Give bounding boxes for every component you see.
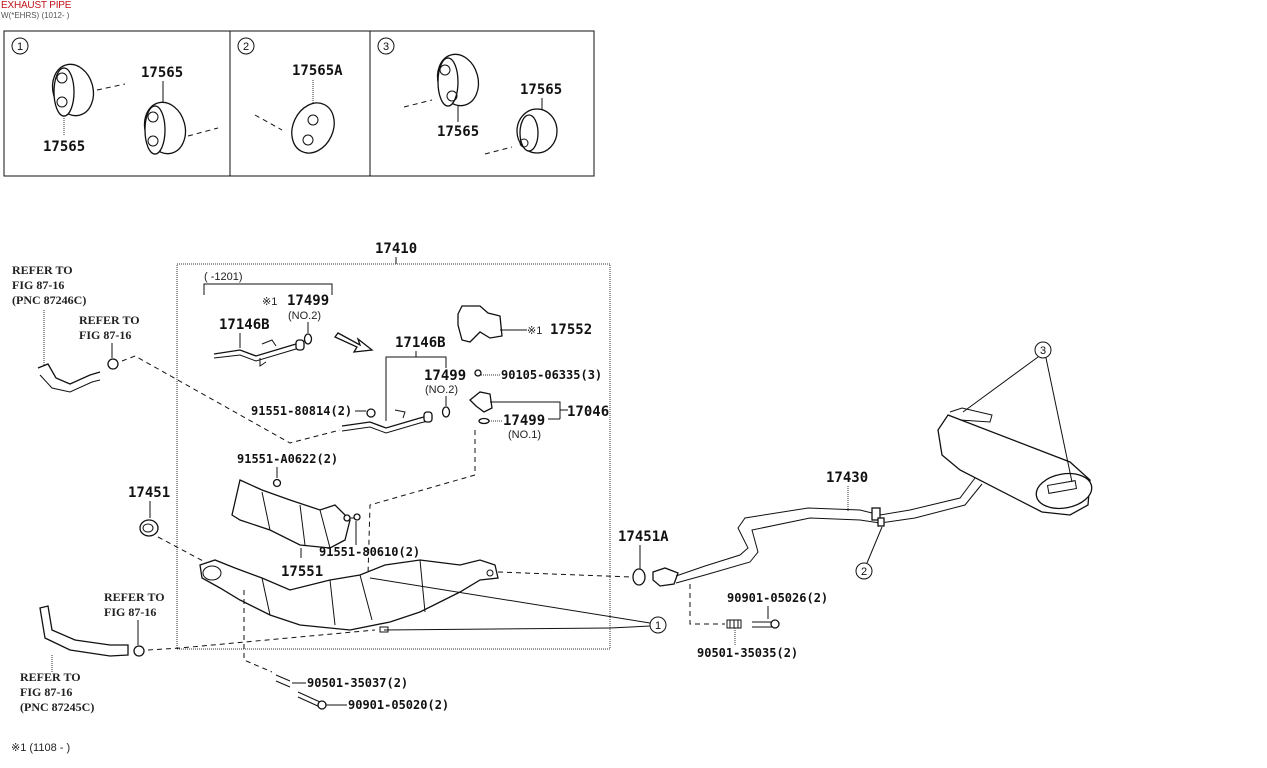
date-range-bracket: ( -1201) [204,271,243,283]
hanger-icon [436,53,480,107]
part-label-17146b-new[interactable]: 17146B [395,335,446,351]
part-label-17499-no1[interactable]: 17499 [503,413,545,429]
svg-text:3: 3 [383,41,389,53]
spring-icon [726,619,742,629]
part-label-17565-d[interactable]: 17565 [520,82,562,98]
part-label-17451a[interactable]: 17451A [618,529,669,545]
svg-text:2: 2 [861,566,867,578]
gasket-icon [139,519,159,537]
gasket-icon [478,417,490,425]
part-sub-17499-no1: (NO.1) [508,429,541,441]
callout-2[interactable]: 2 [855,562,873,580]
hanger-bracket-icon [871,507,881,521]
part-label-91551-80610[interactable]: 91551-80610(2) [319,545,420,559]
callout-1[interactable]: 1 [649,616,667,634]
part-sub-17499-no2-old: (NO.2) [288,310,321,322]
bolt-icon [474,369,482,377]
part-label-90901-05020[interactable]: 90901-05020(2) [348,698,449,712]
part-label-17451[interactable]: 17451 [128,485,170,501]
footnote-mark-17552: ※1 [527,325,542,337]
detail-box-1: 1 17565 17565 [11,37,219,155]
tail-pipe-17430-icon [652,477,983,587]
hanger-icon [516,108,558,154]
part-label-91551-a0622[interactable]: 91551-A0622(2) [237,452,338,466]
part-label-17146b-old[interactable]: 17146B [219,317,270,333]
footnote: ※1 (1108 - ) [11,742,70,754]
footnote-mark-17499: ※1 [262,296,277,308]
hose-clamp-icon [133,645,145,657]
bolt-icon [752,621,772,628]
callout-3[interactable]: 3 [1034,341,1052,359]
ref-bottom-mid-line1[interactable]: REFER TO [104,590,165,604]
callout-3-marker: 3 [377,37,395,55]
diagram-subtitle: W(*EHRS) (1012- ) [1,11,70,20]
svg-text:2: 2 [243,41,249,53]
arrow-icon [333,332,374,353]
bolt-icon [366,408,376,418]
part-label-17565-a[interactable]: 17565 [43,139,85,155]
ref-bottom-left-line3[interactable]: (PNC 87245C) [20,700,94,714]
part-label-17565a[interactable]: 17565A [292,63,343,79]
part-label-90501-35037[interactable]: 90501-35037(2) [307,676,408,690]
part-sub-17499-no2-new: (NO.2) [425,384,458,396]
hose-clamp-icon [107,358,119,370]
water-pipe-icon [341,415,429,429]
detail-box-3: 3 17565 17565 [377,37,562,155]
part-label-17499-no2-new[interactable]: 17499 [424,368,466,384]
callout-2-marker: 2 [237,37,255,55]
ref-top-left-line1[interactable]: REFER TO [12,263,73,277]
hanger-icon [143,101,187,155]
ref-bottom-mid-line2[interactable]: FIG 87-16 [104,605,156,619]
part-label-17430[interactable]: 17430 [826,470,868,486]
o-ring-icon [441,406,451,418]
muffler-icon [937,407,1093,516]
ref-top-left-line3[interactable]: (PNC 87246C) [12,293,86,307]
ref-bottom-left-line1[interactable]: REFER TO [20,670,81,684]
gasket-icon [632,568,646,586]
front-pipe-converter-icon [199,559,499,631]
detail-box-2: 2 17565A [237,37,343,154]
part-label-90901-05026[interactable]: 90901-05026(2) [727,591,828,605]
part-label-17410[interactable]: 17410 [375,241,417,257]
part-label-17046[interactable]: 17046 [567,404,609,420]
bolt-icon [297,691,321,708]
o-ring-icon [303,333,313,345]
svg-text:3: 3 [1040,345,1046,357]
hose-icon [39,605,129,657]
bracket-17552-icon [457,305,503,343]
water-pipe-icon [213,341,303,357]
hanger-icon [291,102,335,154]
part-label-90501-35035[interactable]: 90501-35035(2) [697,646,798,660]
svg-text:1: 1 [655,620,661,632]
part-label-17499-no2-old[interactable]: 17499 [287,293,329,309]
ref-bottom-left-line2[interactable]: FIG 87-16 [20,685,72,699]
part-label-17565-c[interactable]: 17565 [437,124,479,140]
part-label-17565-b[interactable]: 17565 [141,65,183,81]
spring-icon [275,674,291,688]
hose-icon [37,363,101,385]
heat-insulator-17551-icon [231,479,351,549]
diagram-title: EXHAUST PIPE [1,0,72,11]
part-label-91551-80814[interactable]: 91551-80814(2) [251,404,352,418]
svg-text:1: 1 [17,41,23,53]
hanger-icon [51,63,95,117]
ref-top-mid-line1[interactable]: REFER TO [79,313,140,327]
callout-1-marker: 1 [11,37,29,55]
bolt-icon [272,478,282,488]
assembly-boundary [176,263,611,650]
valve-17046-icon [469,391,493,413]
part-label-17552[interactable]: 17552 [550,322,592,338]
detail-panel [3,30,595,177]
part-label-17551[interactable]: 17551 [281,564,323,580]
bolt-icon [353,513,361,521]
ref-top-left-line2[interactable]: FIG 87-16 [12,278,64,292]
ref-top-mid-line2[interactable]: FIG 87-16 [79,328,131,342]
part-label-90105-06335[interactable]: 90105-06335(3) [501,368,602,382]
